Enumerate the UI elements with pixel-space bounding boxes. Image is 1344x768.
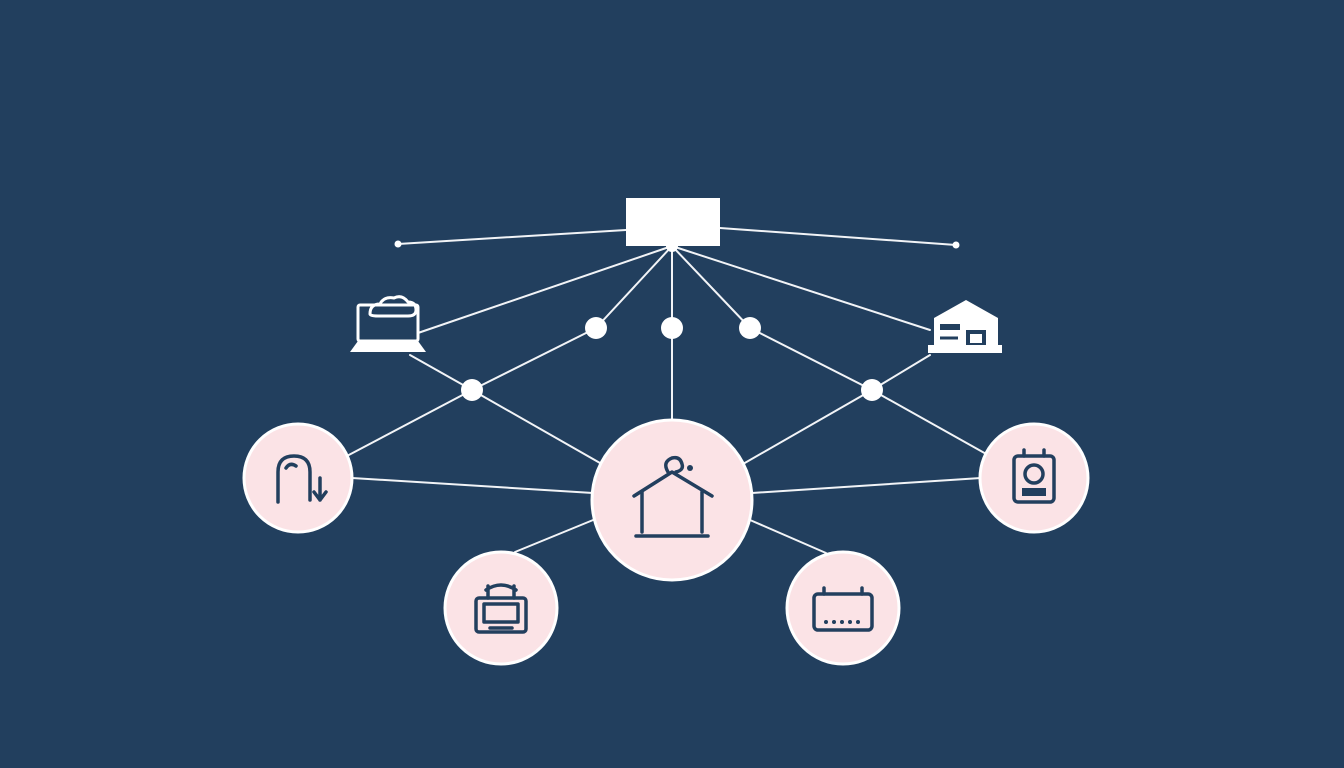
- smart-home-node: [590, 418, 754, 582]
- server-box-icon: [626, 198, 720, 246]
- junction-dot-b: [661, 317, 683, 339]
- junction-dot-right: [861, 379, 883, 401]
- monitor-device-node: [443, 550, 559, 666]
- cloud-laptop-icon: [350, 295, 426, 352]
- endpoint-dot-right: [952, 241, 960, 249]
- monitor-device-icon: [474, 583, 528, 634]
- thermostat-icon: [1012, 448, 1056, 504]
- junction-dots: [394, 240, 960, 401]
- thermostat-node: [978, 422, 1090, 534]
- smart-home-icon: [632, 455, 714, 538]
- storefront-icon: [928, 300, 1002, 353]
- connection-lines: [344, 227, 989, 554]
- faucet-node: [242, 422, 354, 534]
- router-device-icon: [812, 586, 874, 632]
- router-device-node: [785, 550, 901, 666]
- endpoint-dot-left: [394, 240, 402, 248]
- junction-dot-c: [739, 317, 761, 339]
- faucet-icon: [276, 454, 328, 504]
- junction-dot-left: [461, 379, 483, 401]
- junction-dot-a: [585, 317, 607, 339]
